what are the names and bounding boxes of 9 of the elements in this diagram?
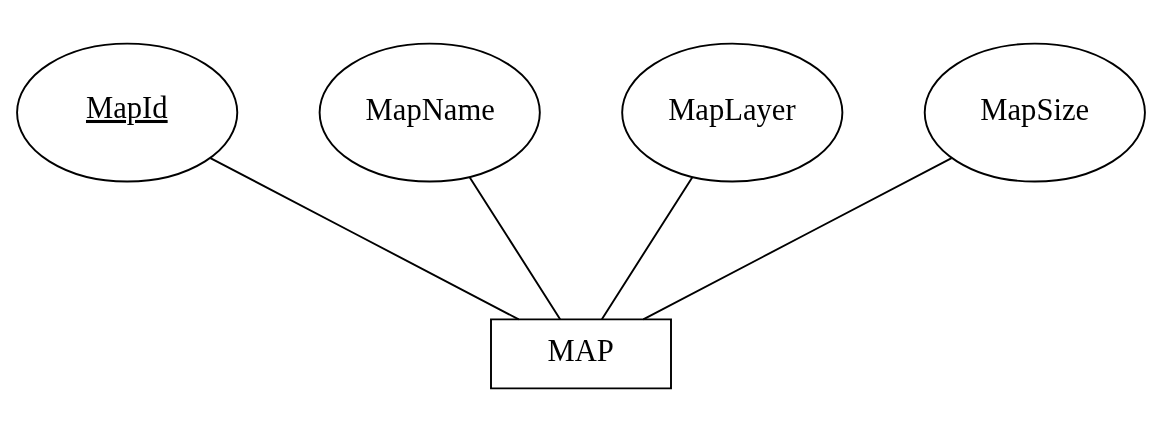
node-ellipse: MapId xyxy=(16,42,239,183)
node-ellipse: MapSize xyxy=(923,42,1146,183)
connector xyxy=(600,175,694,321)
connector xyxy=(642,157,953,321)
connector xyxy=(209,157,520,321)
connector xyxy=(468,175,562,321)
node-ellipse: MapName xyxy=(318,42,541,183)
node-box: MAP xyxy=(490,318,672,390)
node-ellipse: MapLayer xyxy=(621,42,844,183)
